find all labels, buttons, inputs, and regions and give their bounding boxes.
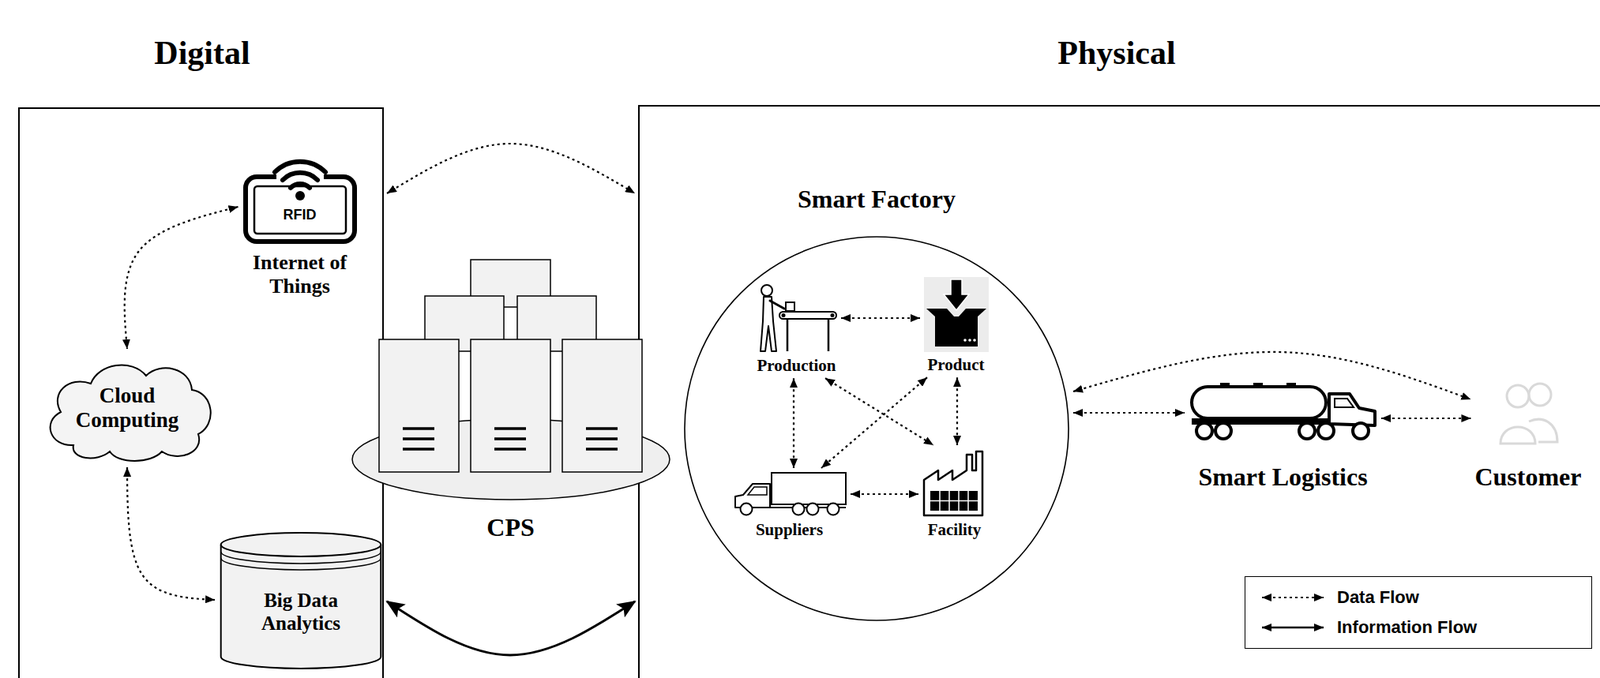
legend-text: Information Flow (1337, 617, 1477, 638)
data-flow-arrow (386, 143, 635, 194)
facility-node: Facility (921, 448, 988, 540)
cloud-node-shape (50, 365, 211, 462)
smart-logistics-node-picture (1191, 383, 1375, 440)
smart-factory-circle: ProductionProductSuppliersFacilitySmart … (683, 235, 1071, 623)
production-node-icon (755, 283, 838, 354)
cps-node-icon (350, 258, 672, 503)
database-node: Big Data Analytics (217, 527, 384, 672)
node-label: Suppliers (755, 520, 823, 540)
smart-logistics-node-icon (1188, 383, 1379, 441)
production-node-picture (760, 285, 837, 352)
node-label: Internet of Things (240, 251, 360, 299)
customer-node: Customer (1473, 377, 1582, 493)
data-flow-arrow (1381, 417, 1471, 420)
icon-text: RFID (240, 207, 360, 224)
smart-factory-circle-shape (684, 236, 1069, 621)
node-label: Production (757, 356, 837, 376)
node-label: Big Data Analytics (245, 589, 357, 636)
legend-box: Data FlowInformation Flow (1244, 576, 1593, 650)
node-label: Facility (927, 520, 982, 540)
information-flow-arrow (386, 601, 635, 656)
data-flow-arrow (792, 378, 795, 469)
suppliers-node-icon (732, 471, 848, 517)
suppliers-node-picture (735, 473, 846, 516)
legend-row: Information Flow (1259, 612, 1578, 643)
data-flow-arrow (850, 493, 919, 496)
data-flow-arrow (127, 467, 215, 601)
database-node-shape (221, 533, 382, 669)
cps-node: CPS (349, 258, 672, 543)
panel-heading: Digital (4, 33, 400, 72)
cps-node-picture (352, 259, 670, 500)
product-node: Product (923, 277, 989, 375)
customer-node-picture (1500, 383, 1558, 444)
data-flow-arrow (825, 378, 934, 446)
node-label: Smart Logistics (1198, 462, 1368, 493)
panel-heading: Physical (919, 33, 1315, 72)
node-label: Cloud Computing (67, 383, 187, 433)
data-flow-arrow (124, 206, 239, 350)
product-node-icon (923, 277, 989, 353)
iot-node-picture (245, 161, 355, 242)
iot-node: RFID Internet of Things (240, 154, 360, 299)
legend-sample (1259, 619, 1326, 636)
legend-text: Data Flow (1337, 587, 1420, 608)
node-label: CPS (486, 513, 534, 543)
data-flow-arrow (841, 317, 921, 320)
legend-line (1261, 627, 1324, 630)
node-label: Customer (1474, 462, 1582, 493)
legend-line (1261, 597, 1324, 599)
facility-node-icon (922, 448, 988, 518)
smart-logistics-node: Smart Logistics (1187, 383, 1379, 493)
cloud-node: Cloud Computing (35, 352, 219, 465)
smart-factory-circle-outline (683, 235, 1071, 623)
data-flow-arrow (821, 377, 928, 469)
customer-node-icon (1497, 377, 1559, 449)
legend-sample (1259, 589, 1326, 606)
digital-panel: RFID Internet of ThingsCloud ComputingBig… (18, 107, 384, 678)
facility-node-picture (923, 451, 983, 516)
data-flow-arrow (956, 377, 958, 446)
product-node-picture (923, 277, 989, 353)
suppliers-node: Suppliers (731, 471, 848, 540)
data-flow-arrow (1073, 412, 1185, 414)
iot-node-icon (241, 154, 359, 245)
group-heading: Smart Factory (683, 184, 1071, 215)
node-label: Product (927, 355, 985, 375)
legend-row: Data Flow (1259, 582, 1578, 613)
production-node: Production (754, 283, 838, 376)
